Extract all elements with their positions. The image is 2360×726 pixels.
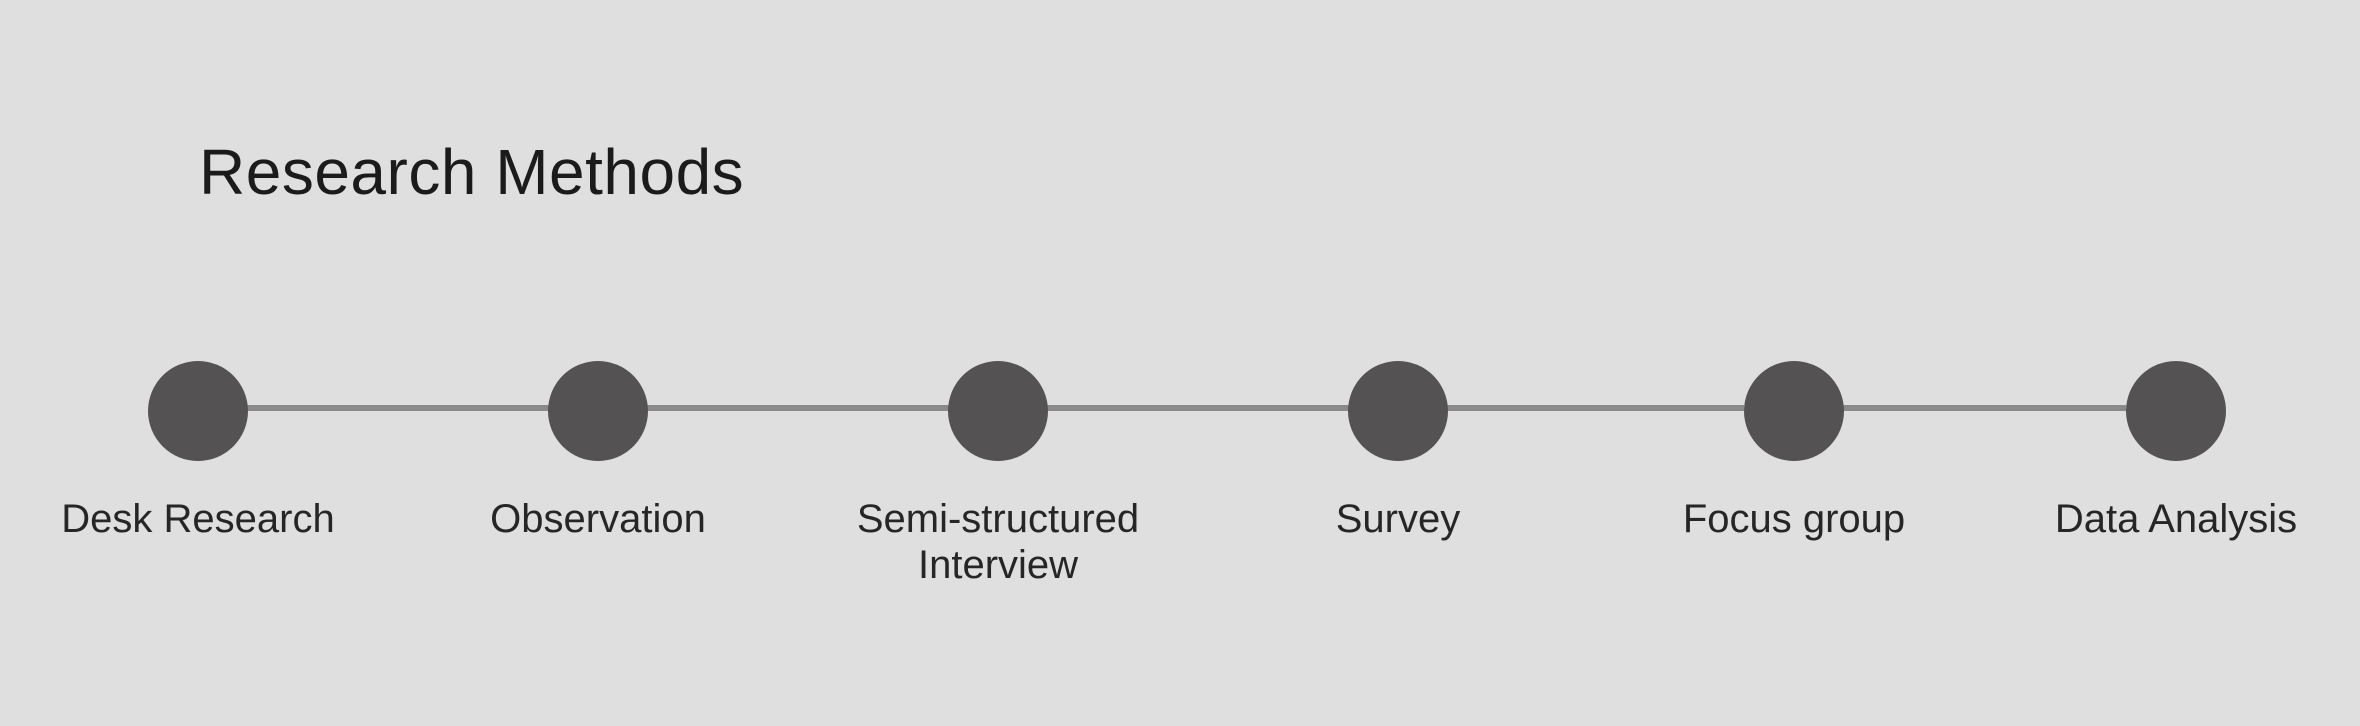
step-label: Desk Research — [61, 497, 335, 541]
step-label: Semi-structured Interview — [856, 497, 1140, 587]
connector-line — [1447, 405, 1744, 411]
step-label: Observation — [490, 497, 706, 541]
step-label: Survey — [1335, 497, 1461, 541]
connector-line — [1047, 405, 1349, 411]
step-node — [148, 361, 248, 461]
step-node — [948, 361, 1048, 461]
connector-line — [647, 405, 949, 411]
connector-line — [1842, 405, 2126, 411]
connector-line — [247, 405, 549, 411]
step-node — [1348, 361, 1448, 461]
page-title: Research Methods — [199, 136, 745, 208]
step-node — [2126, 361, 2226, 461]
step-label: Focus group — [1682, 497, 1906, 541]
step-node — [1744, 361, 1844, 461]
step-label: Data Analysis — [2054, 497, 2298, 541]
step-node — [548, 361, 648, 461]
